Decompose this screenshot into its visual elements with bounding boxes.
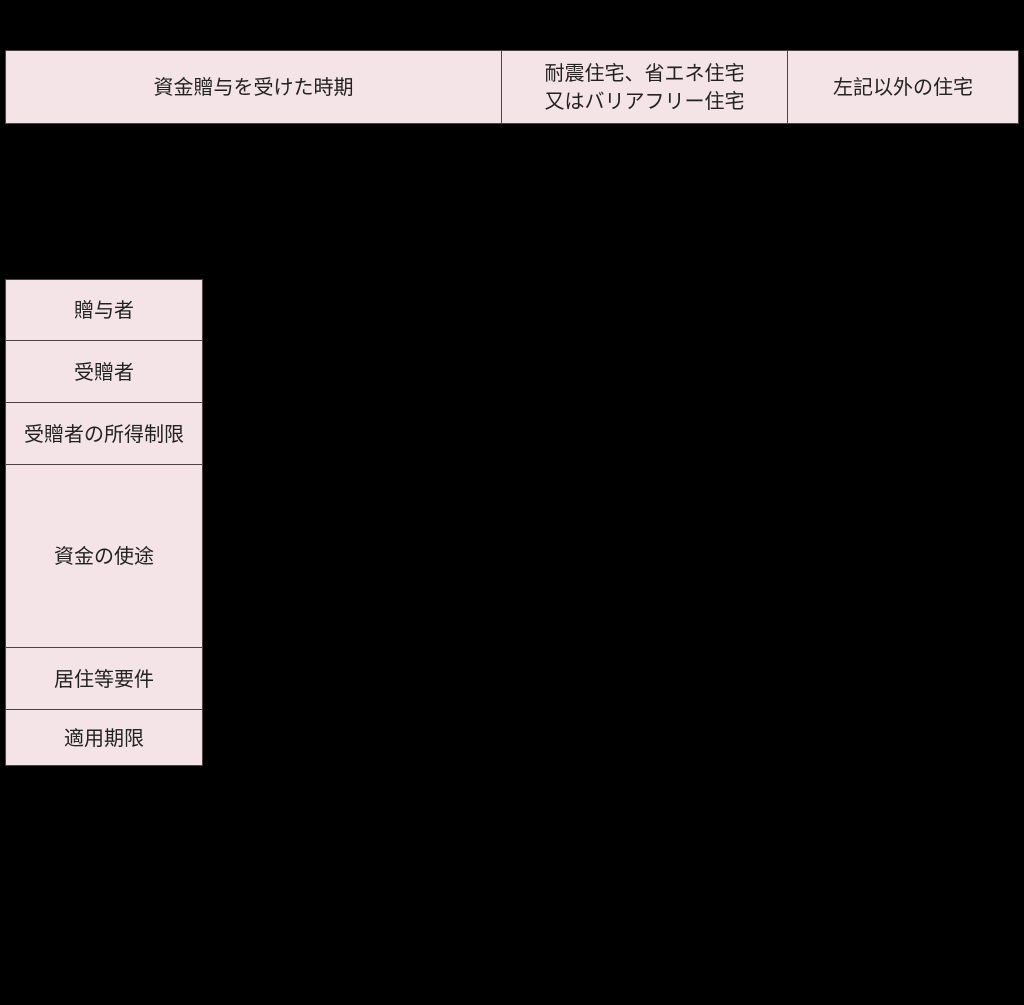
row-label-donor: 贈与者 — [5, 279, 203, 341]
row-label-recipient: 受贈者 — [5, 340, 203, 403]
header-gift-period: 資金贈与を受けた時期 — [5, 50, 502, 124]
row-label-income-limit: 受贈者の所得制限 — [5, 402, 203, 465]
row-label-residence-requirement: 居住等要件 — [5, 647, 203, 710]
header-other-housing: 左記以外の住宅 — [787, 50, 1019, 124]
row-label-fund-usage: 資金の使途 — [5, 464, 203, 648]
header-eco-housing: 耐震住宅、省エネ住宅 又はバリアフリー住宅 — [501, 50, 788, 124]
row-label-deadline: 適用期限 — [5, 709, 203, 766]
